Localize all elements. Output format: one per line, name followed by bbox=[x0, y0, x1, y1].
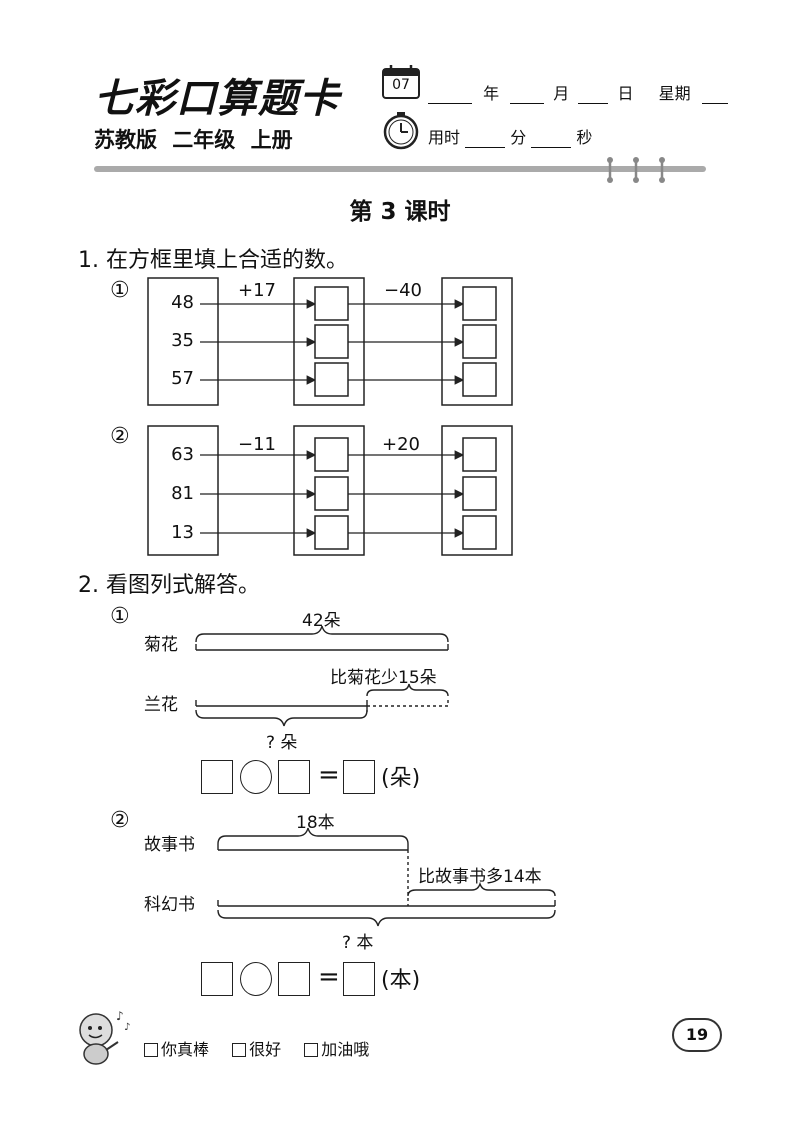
date-line: 年 月 日 星期 bbox=[428, 80, 728, 104]
q1-p1-input-1: 48 bbox=[171, 292, 194, 313]
q1-p2-answer-box[interactable] bbox=[463, 477, 496, 510]
q2-p2-unit: (本) bbox=[381, 968, 421, 993]
page-number: 19 bbox=[672, 1018, 722, 1052]
q1-p2-answer-box[interactable] bbox=[315, 516, 348, 549]
rating-options: 你真棒 很好 加油哦 bbox=[144, 1036, 369, 1060]
lesson-title: 第 3 课时 bbox=[349, 199, 451, 225]
q1-p2-answer-box[interactable] bbox=[315, 477, 348, 510]
q2-p2-question-label: ? 本 bbox=[342, 933, 374, 953]
day-blank[interactable] bbox=[578, 86, 609, 104]
q1-p2-input-1: 63 bbox=[171, 444, 194, 465]
q1-p1-answer-box[interactable] bbox=[315, 325, 348, 358]
operator-circle[interactable] bbox=[240, 760, 272, 794]
year-blank[interactable] bbox=[428, 86, 472, 104]
q1-p2-answer-box[interactable] bbox=[315, 438, 348, 471]
q2-p2-diff-label: 比故事书多14本 bbox=[418, 867, 542, 887]
brand-logo: 七彩口算题卡 bbox=[94, 76, 340, 122]
rule-decoration bbox=[600, 156, 680, 186]
week-blank[interactable] bbox=[701, 86, 728, 104]
q2-p1-unit: (朵) bbox=[381, 766, 421, 791]
q1-p1-op1: +17 bbox=[238, 280, 276, 301]
q2-p2-eq-box-1[interactable] bbox=[201, 962, 233, 996]
question1-title: 1. 在方框里填上合适的数。 bbox=[78, 248, 348, 273]
q2-p2-eq-box-2[interactable] bbox=[278, 962, 310, 996]
q1-p2-op2: +20 bbox=[382, 434, 420, 455]
q1-p2-op1: −11 bbox=[238, 434, 276, 455]
question2-title: 2. 看图列式解答。 bbox=[78, 573, 260, 598]
q2-p2-top-label: 故事书 bbox=[144, 835, 195, 855]
month-label: 月 bbox=[553, 84, 570, 103]
q1-p2-answer-box[interactable] bbox=[463, 516, 496, 549]
mascot-icon: ♪ ♪ bbox=[72, 1006, 132, 1068]
q2-p1-eq-box-1[interactable] bbox=[201, 760, 233, 794]
rating-label: 很好 bbox=[249, 1040, 282, 1059]
q2-p1-top-total: 42朵 bbox=[302, 611, 341, 631]
q1-p1-answer-box[interactable] bbox=[463, 363, 496, 396]
week-label: 星期 bbox=[658, 84, 691, 103]
q1-p2-answer-box[interactable] bbox=[463, 438, 496, 471]
q1-p1-op2: −40 bbox=[384, 280, 422, 301]
svg-text:♪: ♪ bbox=[124, 1022, 130, 1033]
time-used-label: 用时 bbox=[428, 128, 461, 147]
operator-circle[interactable] bbox=[240, 962, 272, 996]
calendar-number: 07 bbox=[392, 77, 410, 93]
q2-p2-equals-sign: = bbox=[318, 962, 340, 992]
q2-p1-eq-box-2[interactable] bbox=[278, 760, 310, 794]
rating-checkbox[interactable] bbox=[304, 1043, 319, 1057]
q2-p1-diff-label: 比菊花少15朵 bbox=[330, 668, 437, 688]
q2-p2-top-total: 18本 bbox=[296, 813, 335, 833]
q1-p1-answer-box[interactable] bbox=[463, 287, 496, 320]
q2-p1-question-label: ? 朵 bbox=[266, 733, 298, 753]
q2-p2-eq-box-3[interactable] bbox=[343, 962, 375, 996]
q2-p1-line-diagram bbox=[195, 625, 449, 727]
q1-part1-diagram bbox=[147, 277, 513, 406]
q2-p1-eq-box-3[interactable] bbox=[343, 760, 375, 794]
q2-part1-marker: ① bbox=[110, 604, 130, 629]
q2-p1-top-label: 菊花 bbox=[144, 635, 178, 655]
q2-part2-marker: ② bbox=[110, 808, 130, 833]
q1-part2-diagram bbox=[147, 425, 513, 556]
clock-icon bbox=[382, 112, 420, 150]
second-label: 秒 bbox=[576, 128, 593, 147]
q1-part2-marker: ② bbox=[110, 424, 130, 449]
rating-label: 你真棒 bbox=[161, 1040, 210, 1059]
rating-label: 加油哦 bbox=[321, 1040, 370, 1059]
q1-p2-input-3: 13 bbox=[171, 522, 194, 543]
month-blank[interactable] bbox=[510, 86, 545, 104]
q1-p1-input-3: 57 bbox=[171, 368, 194, 389]
q1-p2-input-2: 81 bbox=[171, 483, 194, 504]
q2-p1-bottom-label: 兰花 bbox=[144, 695, 178, 715]
time-used-line: 用时 分 秒 bbox=[428, 124, 592, 148]
minute-label: 分 bbox=[510, 128, 527, 147]
calendar-icon: 07 bbox=[381, 64, 421, 100]
edition-subtitle: 苏教版 二年级 上册 bbox=[94, 128, 293, 152]
q2-p1-equals-sign: = bbox=[318, 760, 340, 790]
rating-checkbox[interactable] bbox=[232, 1043, 247, 1057]
q2-p2-line-diagram bbox=[217, 827, 556, 927]
second-blank[interactable] bbox=[531, 130, 572, 148]
q2-p2-bottom-label: 科幻书 bbox=[144, 895, 195, 915]
q1-p1-input-2: 35 bbox=[171, 330, 194, 351]
q1-p1-answer-box[interactable] bbox=[315, 287, 348, 320]
day-label: 日 bbox=[617, 84, 634, 103]
svg-text:♪: ♪ bbox=[116, 1009, 124, 1023]
q1-p1-answer-box[interactable] bbox=[463, 325, 496, 358]
year-label: 年 bbox=[483, 84, 500, 103]
minute-blank[interactable] bbox=[465, 130, 506, 148]
header-rule bbox=[94, 166, 706, 172]
rating-checkbox[interactable] bbox=[144, 1043, 158, 1057]
q1-part1-marker: ① bbox=[110, 278, 130, 303]
q1-p1-answer-box[interactable] bbox=[315, 363, 348, 396]
